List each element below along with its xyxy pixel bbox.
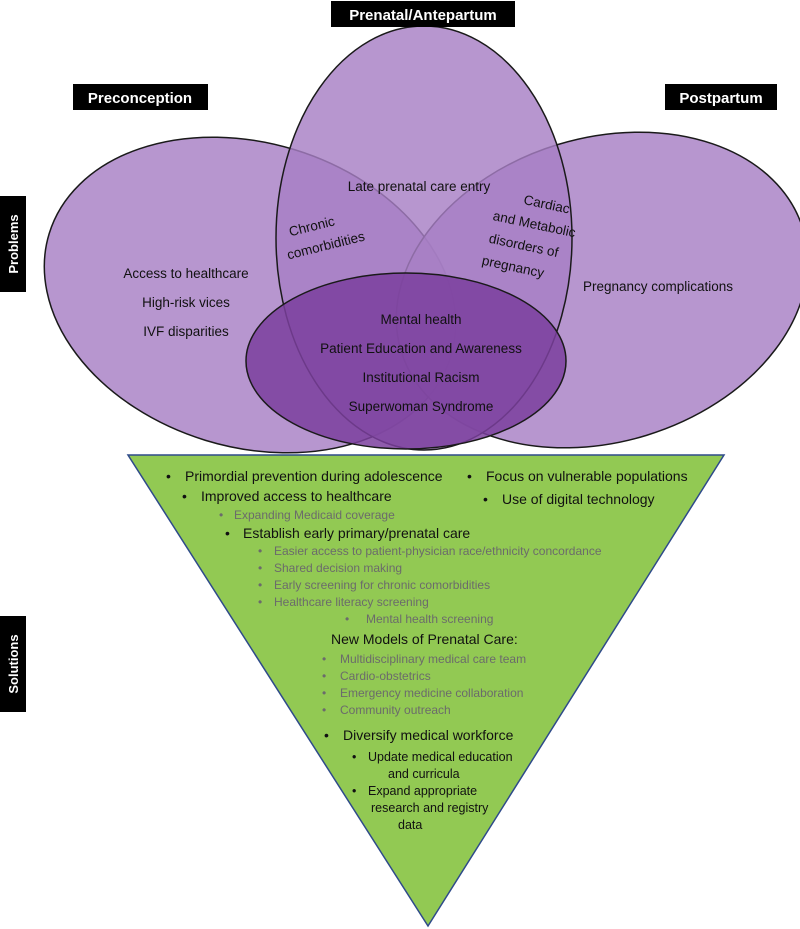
problem-postpartum: Pregnancy complications (583, 279, 733, 294)
phase-label-postpartum: Postpartum (665, 84, 777, 110)
bullet-dot: • (345, 612, 349, 626)
bullet-dot: • (324, 727, 329, 743)
solution-access: Improved access to healthcare (201, 488, 392, 504)
solutions-triangle (126, 454, 726, 928)
solution-early-care-item-1: Easier access to patient-physician race/… (274, 544, 602, 558)
bullet-dot: • (483, 491, 488, 507)
side-label-problems-text: Problems (6, 214, 21, 273)
phase-label-preconception: Preconception (73, 84, 208, 110)
problem-core-4: Superwoman Syndrome (349, 399, 494, 414)
phase-label-prenatal: Prenatal/Antepartum (331, 1, 515, 27)
side-label-solutions: Solutions (0, 616, 26, 712)
phase-label-prenatal-text: Prenatal/Antepartum (349, 7, 497, 24)
side-label-solutions-text: Solutions (6, 634, 21, 693)
solution-new-models-title: New Models of Prenatal Care: (331, 631, 518, 647)
solution-new-model-4: Community outreach (340, 703, 451, 717)
bullet-dot: • (352, 750, 356, 764)
solution-new-model-2: Cardio-obstetrics (340, 669, 431, 683)
bullet-dot: • (352, 784, 356, 798)
bullet-dot: • (258, 595, 262, 609)
bullet-dot: • (258, 578, 262, 592)
solution-workforce-item-2b: research and registry (371, 801, 489, 815)
bullet-dot: • (322, 669, 326, 683)
bullet-dot: • (322, 703, 326, 717)
solution-mental-screening: Mental health screening (366, 612, 493, 626)
problem-preconception-1: Access to healthcare (123, 266, 248, 281)
bullet-dot: • (225, 525, 230, 541)
solution-vulnerable: Focus on vulnerable populations (486, 468, 688, 484)
solution-workforce-item-1b: and curricula (388, 767, 460, 781)
solution-primordial: Primordial prevention during adolescence (185, 468, 443, 484)
problem-preconception-3: IVF disparities (143, 324, 229, 339)
solution-workforce-item-1a: Update medical education (368, 750, 513, 764)
problem-preconception-2: High-risk vices (142, 295, 230, 310)
solution-digital: Use of digital technology (502, 491, 655, 507)
bullet-dot: • (258, 544, 262, 558)
bullet-dot: • (322, 686, 326, 700)
phase-label-preconception-text: Preconception (88, 90, 192, 107)
bullet-dot: • (182, 488, 187, 504)
phase-label-postpartum-text: Postpartum (679, 90, 762, 107)
problem-prenatal: Late prenatal care entry (348, 179, 491, 194)
solution-early-care-item-2: Shared decision making (274, 561, 402, 575)
bullet-dot: • (219, 508, 223, 522)
bullet-dot: • (467, 468, 472, 484)
bullet-dot: • (322, 652, 326, 666)
solution-early-care-item-4: Healthcare literacy screening (274, 595, 429, 609)
solution-workforce-item-2a: Expand appropriate (368, 784, 477, 798)
problem-core-3: Institutional Racism (362, 370, 479, 385)
solution-early-care-item-3: Early screening for chronic comorbiditie… (274, 578, 490, 592)
solution-workforce: Diversify medical workforce (343, 727, 514, 743)
solution-new-model-1: Multidisciplinary medical care team (340, 652, 526, 666)
solution-new-model-3: Emergency medicine collaboration (340, 686, 523, 700)
bullet-dot: • (258, 561, 262, 575)
solutions-list: • Primordial prevention during adolescen… (166, 468, 688, 832)
solution-early-care: Establish early primary/prenatal care (243, 525, 470, 541)
problem-core-1: Mental health (380, 312, 461, 327)
problem-core-2: Patient Education and Awareness (320, 341, 522, 356)
solution-medicaid: Expanding Medicaid coverage (234, 508, 395, 522)
core-ellipse (245, 272, 567, 450)
solution-workforce-item-2c: data (398, 818, 422, 832)
bullet-dot: • (166, 468, 171, 484)
side-label-problems: Problems (0, 196, 26, 292)
